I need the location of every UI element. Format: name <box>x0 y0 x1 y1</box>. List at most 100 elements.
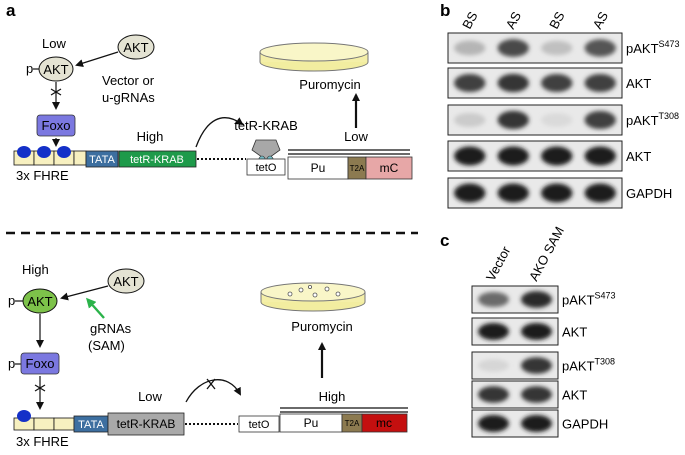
blot-b-band-r3-l0 <box>454 146 486 166</box>
top-t2a-label: T2A <box>350 164 365 173</box>
bottom-akt-kinase-ellipse <box>107 268 145 294</box>
blot-c-band-r4-l1 <box>521 414 552 433</box>
blot-b-band-r3-l2 <box>541 146 573 166</box>
blot-b-row-label-main-0: pAKT <box>626 41 659 56</box>
top-expression-arrow <box>195 117 244 148</box>
bottom-tetr-krab-gene <box>107 412 185 436</box>
blot-c-band-r0-l1 <box>521 291 552 308</box>
blot-c-lane-label-1: AKO SAM <box>526 224 567 283</box>
top-tetr-level: High <box>137 129 164 144</box>
bottom-reporter-level: High <box>319 389 346 404</box>
blot-b-row-label-0: pAKTS473 <box>626 39 680 56</box>
top-teto-box <box>246 158 286 176</box>
blot-b-row-label-sup-0: S473 <box>659 39 680 49</box>
top-tetr-krab-gene <box>118 150 197 168</box>
bottom-akt-kinase-label: AKT <box>113 274 138 289</box>
blot-c-row-label-2: pAKTT308 <box>562 357 615 374</box>
top-phosphorylation-arrow <box>75 51 119 67</box>
blot-b-band-r2-l3 <box>584 111 616 129</box>
blot-c-band-r3-l0 <box>478 386 509 403</box>
bottom-scheme: High p AKT AKT gRNAs (SAM) p Foxo 3x FHR… <box>8 262 408 449</box>
blot-b-band-r4-l1 <box>497 183 529 203</box>
blot-b-row-label-1: AKT <box>626 76 651 91</box>
blot-b-lane-label-0: BS <box>459 9 481 32</box>
top-tetr-krab-gene-label: tetR-KRAB <box>130 154 184 166</box>
blot-b-band-r3-l3 <box>584 146 616 166</box>
bottom-dish-colonies <box>287 284 341 298</box>
blot-b-band-r1-l1 <box>497 73 529 93</box>
bottom-block-mark <box>34 384 46 392</box>
blot-c-band-r4-l0 <box>478 414 509 433</box>
blot-b-row-label-main-1: AKT <box>626 76 651 91</box>
panel-label-b: b <box>440 1 450 20</box>
bottom-selection-label: Puromycin <box>291 319 352 334</box>
top-tata-box <box>85 150 119 168</box>
bottom-t2a-label: T2A <box>345 419 360 428</box>
blot-c-row-label-main-2: pAKT <box>562 359 595 374</box>
top-akt-target-ellipse <box>38 56 74 82</box>
blot-b-band-r2-l0 <box>454 112 486 128</box>
blot-c-band-r2-l1 <box>521 357 552 374</box>
blot-c-row-label-1: AKT <box>562 325 587 340</box>
blot-c-row-label-main-0: pAKT <box>562 293 595 308</box>
blot-c-row-label-4: GAPDH <box>562 417 608 432</box>
top-pu-label: Pu <box>311 161 326 175</box>
bottom-akt-level: High <box>22 262 49 277</box>
bottom-phosphorylation-arrow <box>60 285 109 301</box>
panel-label-a: a <box>6 1 16 20</box>
top-selection-label: Puromycin <box>299 77 360 92</box>
top-phospho-p: p <box>26 61 33 76</box>
bottom-phospho-p: p <box>8 293 15 308</box>
blot-c-band-r3-l1 <box>521 386 552 403</box>
blot-c-row-label-main-3: AKT <box>562 388 587 403</box>
blot-b-row-label-main-4: GAPDH <box>626 186 672 201</box>
top-protein-label: tetR-KRAB <box>234 118 298 133</box>
top-akt-target-label: AKT <box>43 62 68 77</box>
panel-label-c: c <box>440 231 449 250</box>
blot-c-row-label-sup-2: T308 <box>595 357 616 367</box>
blot-b-band-r1-l2 <box>541 74 573 92</box>
bottom-treatment-line1: gRNAs <box>90 321 132 336</box>
blot-c-lane-label-0: Vector <box>483 243 514 283</box>
blot-b-lane-label-3: AS <box>590 9 612 32</box>
bottom-activation-arrow <box>86 297 105 319</box>
bottom-tetr-krab-gene-label: tetR-KRAB <box>117 417 176 431</box>
blot-b-band-r2-l2 <box>541 113 573 127</box>
bottom-blocked-expression-arrow <box>185 379 241 403</box>
bottom-culture-dish <box>260 282 366 312</box>
bottom-foxo-box <box>20 352 60 375</box>
blot-b-band-r1-l0 <box>454 74 486 92</box>
top-foxo-binding-dots <box>17 146 71 158</box>
top-foxo-label: Foxo <box>42 118 71 133</box>
blot-b-band-r1-l3 <box>584 74 616 92</box>
top-treatment-line2: u-gRNAs <box>102 90 155 105</box>
top-mc-box <box>365 156 413 180</box>
bottom-foxo-phospho-p: p <box>8 356 15 371</box>
top-akt-kinase-ellipse <box>117 34 155 60</box>
bottom-foxo-binding-dot <box>17 410 31 422</box>
bottom-akt-target-ellipse <box>22 288 58 314</box>
top-scheme: Low p AKT AKT Vector or u-gRNAs Foxo 3x <box>13 34 413 183</box>
blot-b-band-r4-l3 <box>584 183 616 203</box>
blot-b-lane-label-1: AS <box>503 9 525 32</box>
blot-b-band-r2-l1 <box>497 110 529 130</box>
bottom-expression-block-mark <box>206 378 216 390</box>
top-foxo-box <box>36 114 76 137</box>
blot-c-row-label-sup-0: S473 <box>595 291 616 301</box>
blot-b-row-label-4: GAPDH <box>626 186 672 201</box>
bottom-fhre-label: 3x FHRE <box>16 434 69 449</box>
blot-c-row-label-main-4: GAPDH <box>562 417 608 432</box>
blot-c-band-r1-l0 <box>478 322 509 341</box>
bottom-mc-box <box>361 413 408 433</box>
blot-c-band-r1-l1 <box>521 322 552 341</box>
top-akt-level: Low <box>42 36 66 51</box>
blot-b-band-r3-l1 <box>497 146 529 166</box>
top-teto-label: tetO <box>256 162 277 174</box>
bottom-teto-box <box>238 415 280 433</box>
bottom-teto-label: tetO <box>249 419 270 431</box>
bottom-tata-label: TATA <box>78 419 104 431</box>
bottom-pu-label: Pu <box>304 416 319 430</box>
